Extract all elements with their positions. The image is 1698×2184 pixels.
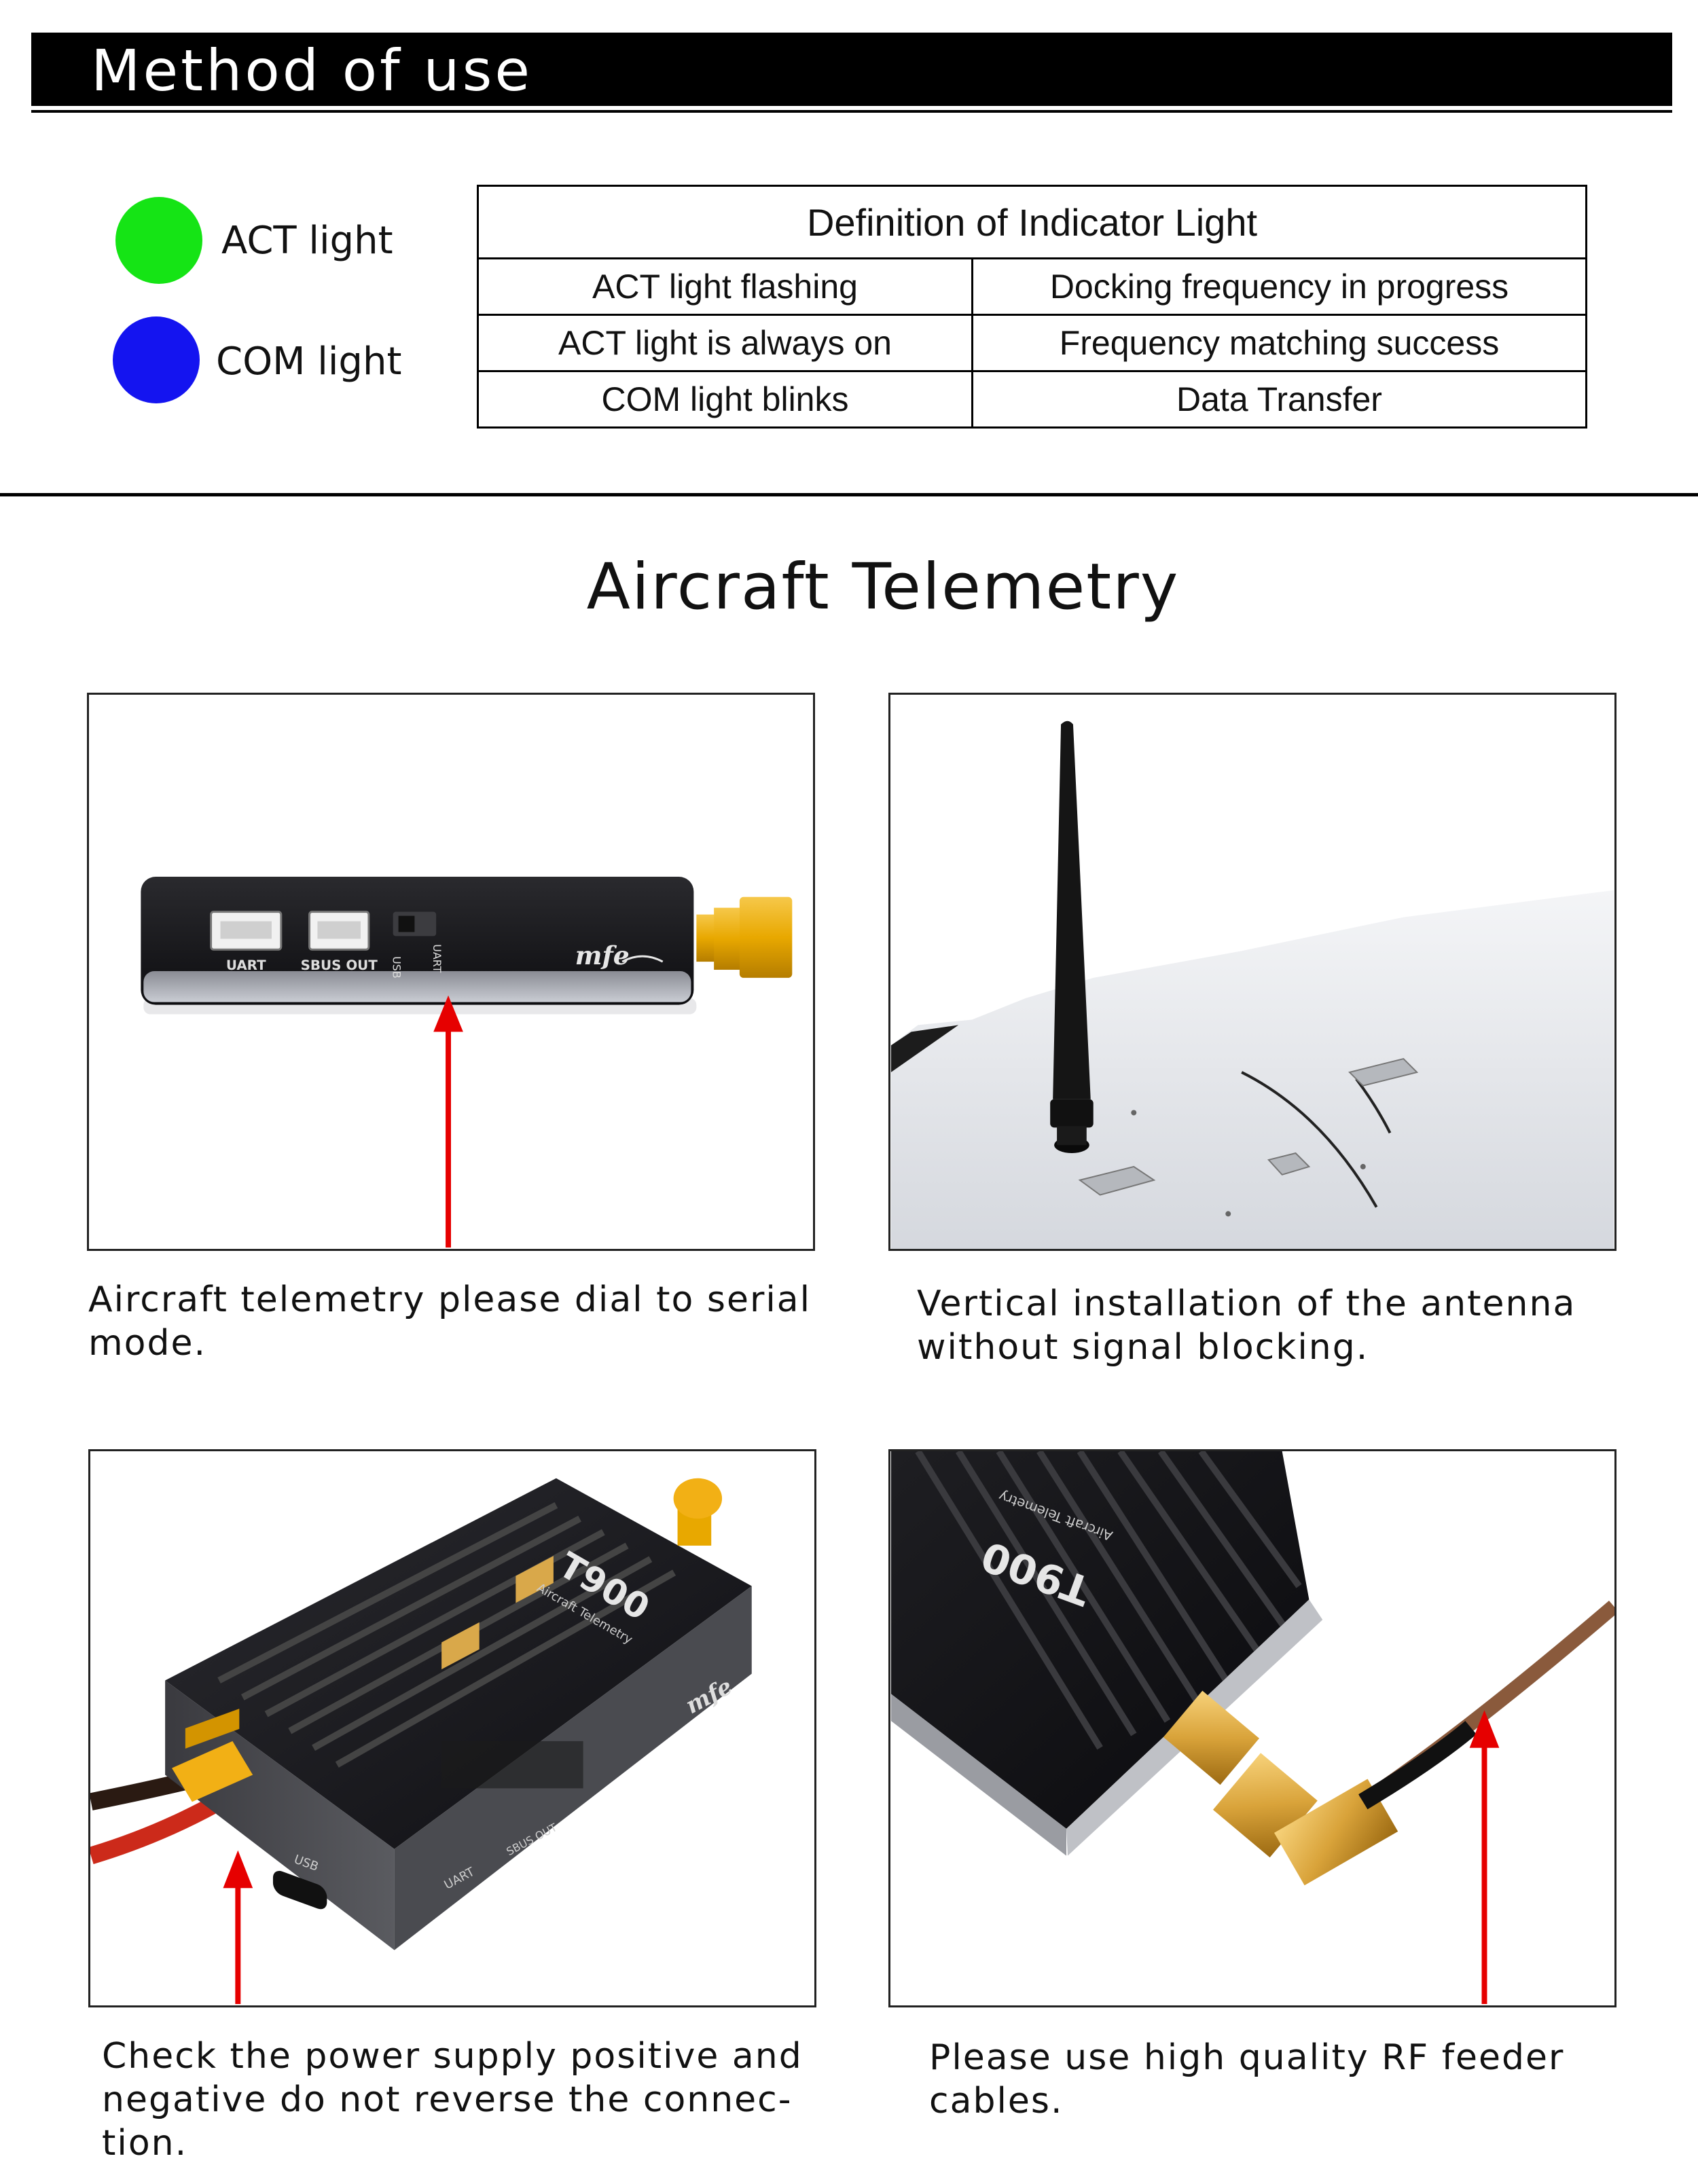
photo-serial-mode: UART SBUS OUT USB UART mfe [87, 693, 815, 1251]
table-cell-state: ACT light flashing [477, 257, 973, 316]
act-light-indicator [115, 197, 202, 284]
table-row: COM light blinks Data Transfer [477, 370, 1587, 429]
header-underline [31, 110, 1672, 113]
caption-antenna-install: Vertical installation of the antenna wit… [917, 1284, 1576, 1368]
header-bar [31, 33, 1672, 106]
uart-switch-label: UART [431, 944, 444, 972]
table-cell-meaning: Docking frequency in progress [971, 257, 1587, 316]
caption-serial-mode: Aircraft telemetry please dial to serial… [88, 1279, 812, 1364]
rf-cable-photo: T900 Aircraft Telemetry [890, 1451, 1614, 2005]
table-cell-state: COM light blinks [477, 370, 973, 429]
table-header-row: Definition of Indicator Light [477, 185, 1587, 259]
section-divider [0, 493, 1698, 496]
table-cell-meaning: Data Transfer [971, 370, 1587, 429]
com-light-label: COM light [216, 340, 402, 384]
table-row: ACT light is always on Frequency matchin… [477, 314, 1587, 372]
usb-switch-label: USB [391, 956, 403, 979]
section-title: Aircraft Telemetry [586, 550, 1180, 624]
telemetry-side-photo: UART SBUS OUT USB UART mfe [141, 877, 793, 1248]
table-row: ACT light flashing Docking frequency in … [477, 257, 1587, 316]
page-title: Method of use [91, 37, 533, 104]
indicator-light-table: Definition of Indicator Light ACT light … [477, 185, 1587, 429]
act-light-label: ACT light [221, 219, 393, 263]
photo-antenna-install [888, 693, 1616, 1251]
uart-port-label: UART [226, 958, 266, 973]
table-cell-state: ACT light is always on [477, 314, 973, 372]
photo-power-supply: T900 Aircraft Telemetry mfe UART SBUS OU… [88, 1449, 816, 2007]
brand-logo-text: mfe [575, 941, 630, 970]
antenna-aircraft-photo [890, 721, 1614, 1249]
table-cell-meaning: Frequency matching success [971, 314, 1587, 372]
sbus-port-label: SBUS OUT [301, 958, 378, 973]
caption-rf-cable: Please use high quality RF feeder cables… [929, 2037, 1565, 2122]
table-title: Definition of Indicator Light [477, 185, 1587, 259]
photo-rf-cable: T900 Aircraft Telemetry [888, 1449, 1616, 2007]
telemetry-power-photo: T900 Aircraft Telemetry mfe UART SBUS OU… [90, 1478, 752, 2005]
caption-power-supply: Check the power supply positive and nega… [102, 2036, 803, 2164]
com-light-indicator [113, 316, 200, 403]
